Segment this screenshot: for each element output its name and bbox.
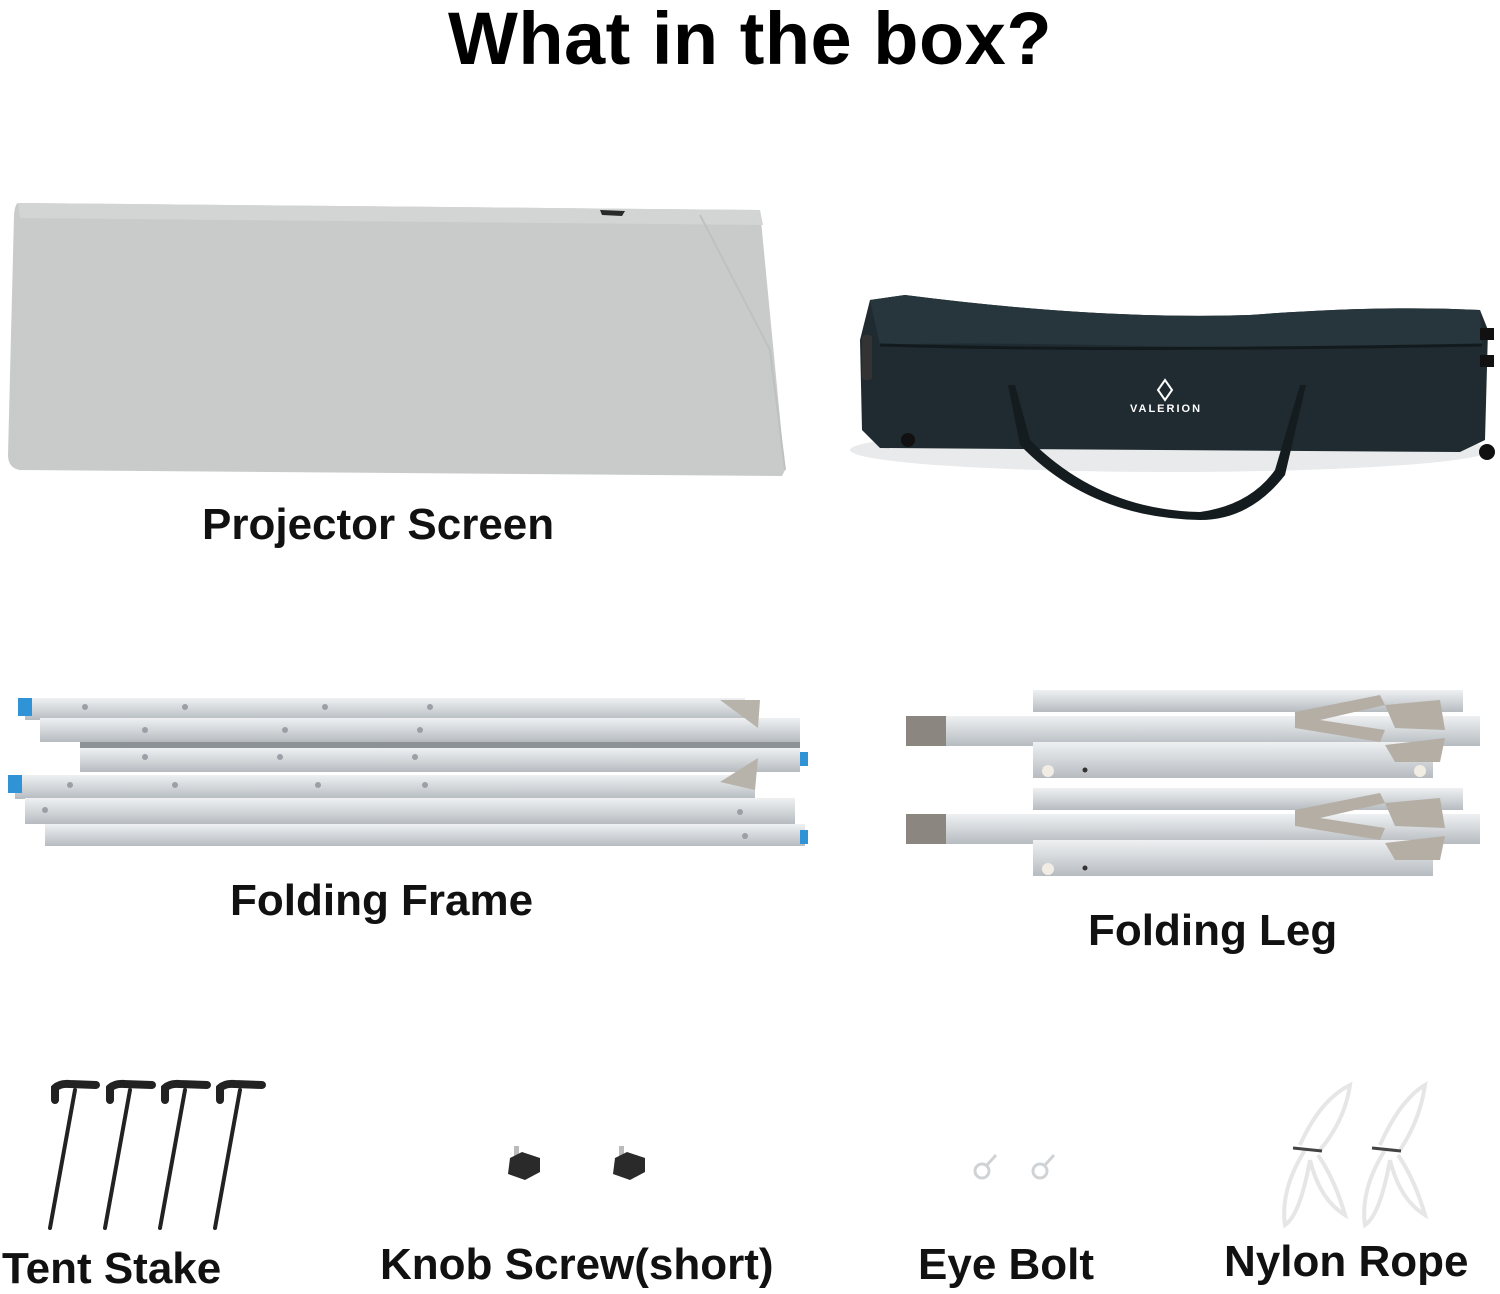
page-title: What in the box?	[447, 0, 1053, 80]
folding-frame-label: Folding Frame	[230, 876, 534, 925]
nylon-rope-label: Nylon Rope	[1224, 1237, 1469, 1286]
bag-brand-logo: VALERION	[1130, 403, 1203, 415]
tent-stake-label: Tent Stake	[2, 1244, 222, 1293]
eye-bolt-label: Eye Bolt	[918, 1240, 1095, 1289]
projector-screen-label: Projector Screen	[202, 500, 555, 549]
folding-leg-label: Folding Leg	[1088, 906, 1338, 955]
knob-screw-label: Knob Screw(short)	[380, 1240, 774, 1289]
